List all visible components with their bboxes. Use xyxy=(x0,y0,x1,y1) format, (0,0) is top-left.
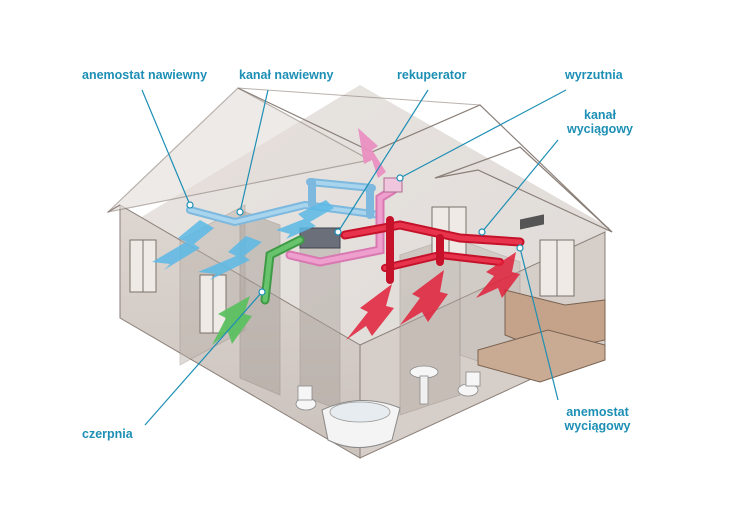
leader-dots xyxy=(186,174,524,296)
intake-duct xyxy=(260,235,305,305)
roof-outlet xyxy=(383,177,403,193)
extract-ducts xyxy=(340,216,525,284)
label-extract-duct-line2: wyciągowy xyxy=(567,122,633,136)
back-gable xyxy=(106,87,372,213)
exhaust-arrow xyxy=(358,128,386,178)
label-extract-diffuser: anemostat wyciągowy xyxy=(555,405,640,433)
label-extract-duct: kanał wyciągowy xyxy=(560,108,640,136)
leader-exhaust-outlet xyxy=(399,89,567,179)
leader-extract-duct xyxy=(481,139,559,233)
label-extract-diffuser-line2: wyciągowy xyxy=(564,419,631,433)
extract-arrow-1 xyxy=(346,284,394,340)
leader-supply-duct xyxy=(239,89,269,213)
bathtub xyxy=(321,400,401,448)
leader-intake xyxy=(144,291,263,426)
label-extract-diffuser-line1: anemostat xyxy=(566,405,629,419)
roof-ridge xyxy=(237,87,613,233)
leader-recuperator xyxy=(337,89,429,233)
label-supply-diffuser: anemostat nawiewny xyxy=(82,68,208,82)
supply-arrow-1 xyxy=(152,220,214,270)
label-recuperator: rekuperator xyxy=(397,68,467,82)
intake-arrow xyxy=(212,296,252,345)
window-left-1 xyxy=(129,239,157,293)
toilet-2 xyxy=(457,371,481,397)
exhaust-duct xyxy=(285,185,398,267)
supply-ducts xyxy=(186,178,384,227)
label-exhaust-outlet: wyrzutnia xyxy=(565,68,623,82)
leader-supply-diffuser xyxy=(141,89,191,206)
recuperator-unit xyxy=(299,227,341,249)
kitchen-counter-front xyxy=(477,329,606,383)
toilet-1 xyxy=(295,385,317,411)
extract-arrow-2 xyxy=(400,270,448,325)
window-right xyxy=(539,239,575,297)
extract-arrow-3 xyxy=(476,252,520,298)
sink xyxy=(409,365,439,405)
cooktop xyxy=(520,214,544,230)
window-left-2 xyxy=(199,274,227,334)
label-supply-duct: kanał nawiewny xyxy=(239,68,334,82)
leader-extract-diffuser xyxy=(519,247,559,401)
supply-arrow-3 xyxy=(276,200,334,239)
roof-eave-left xyxy=(107,204,121,213)
leader-lines xyxy=(141,89,567,426)
label-extract-duct-line1: kanał xyxy=(584,108,616,122)
supply-arrow-2 xyxy=(198,236,262,280)
roof-eave-back xyxy=(237,87,481,106)
label-air-intake: czerpnia xyxy=(82,427,133,441)
